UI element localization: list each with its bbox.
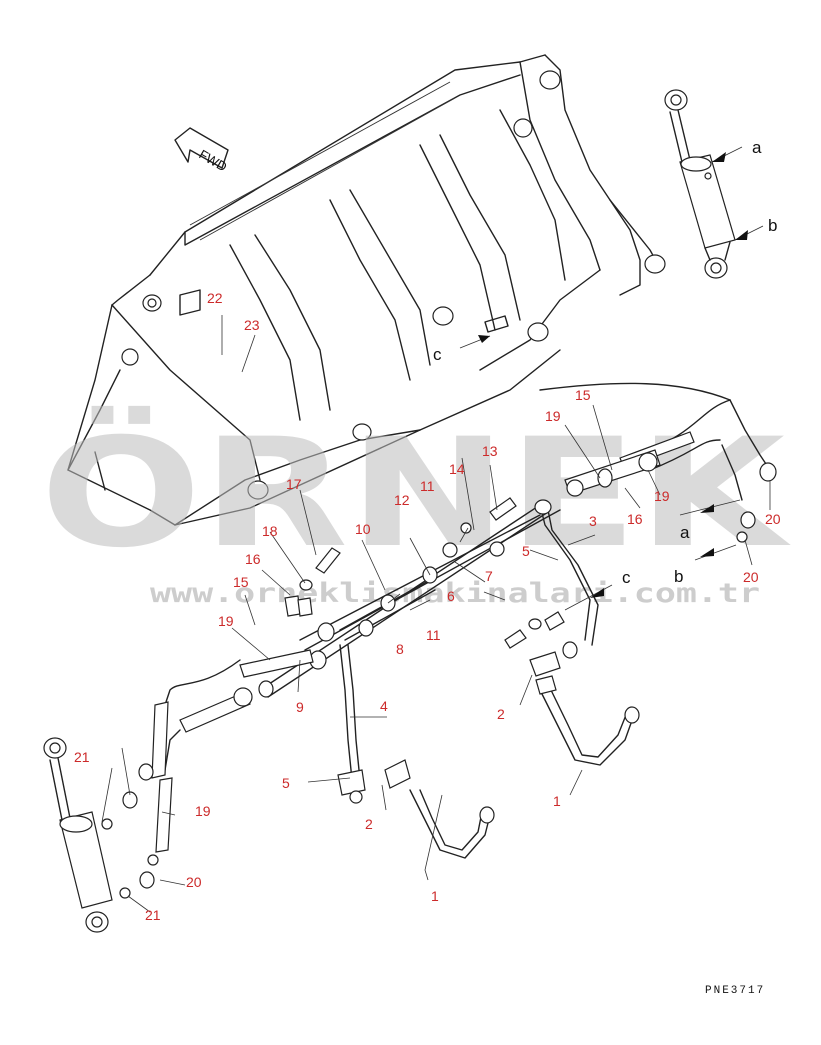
callout-12: 12 xyxy=(394,492,410,508)
pin-boss-center xyxy=(352,306,549,441)
connection-c-top: c xyxy=(433,345,442,364)
callout-23: 23 xyxy=(244,317,260,333)
pin-boss-left xyxy=(121,294,269,500)
callout-13: 13 xyxy=(482,443,498,459)
connection-a-top: a xyxy=(752,138,762,157)
callout-5-left: 5 xyxy=(282,775,290,791)
callout-14: 14 xyxy=(449,461,465,477)
callout-19-left: 19 xyxy=(218,613,234,629)
callout-17: 17 xyxy=(286,476,302,492)
callout-20-top: 20 xyxy=(765,511,781,527)
callout-19-right: 19 xyxy=(654,488,670,504)
bucket-assembly: FWD xyxy=(67,54,666,526)
callout-22: 22 xyxy=(207,290,223,306)
cylinder-left xyxy=(43,737,131,933)
hose-assembly-right xyxy=(539,382,777,543)
callout-18: 18 xyxy=(262,523,278,539)
callout-7: 7 xyxy=(485,568,493,584)
fwd-arrow: FWD xyxy=(174,127,230,175)
callout-21-top: 21 xyxy=(74,749,90,765)
connection-c-bottom: c xyxy=(622,568,631,587)
callout-2-right: 2 xyxy=(497,706,505,722)
callout-15-top: 15 xyxy=(575,387,591,403)
callout-15-left: 15 xyxy=(233,574,249,590)
hose-1-lower-center xyxy=(384,759,495,859)
callout-19-top: 19 xyxy=(545,408,561,424)
callout-1-right: 1 xyxy=(553,793,561,809)
callout-1-center: 1 xyxy=(431,888,439,904)
callout-16-right: 16 xyxy=(627,511,643,527)
cylinder-right xyxy=(664,89,736,279)
callout-10: 10 xyxy=(355,521,371,537)
connection-a-bottom: a xyxy=(680,523,690,542)
hose-assembly-left xyxy=(122,649,314,889)
callout-9: 9 xyxy=(296,699,304,715)
watermark: ÖRNEK www.orneklismakinalari.com.tr xyxy=(40,405,791,609)
callout-11-bottom: 11 xyxy=(426,627,441,643)
pin-boss-right xyxy=(513,70,666,274)
callout-numbers: 1 1 2 2 3 4 5 5 6 7 8 9 10 11 11 12 13 1… xyxy=(74,290,781,923)
callout-4: 4 xyxy=(380,698,388,714)
callout-2-center: 2 xyxy=(365,816,373,832)
leader-lines xyxy=(101,146,771,913)
callout-20-right: 20 xyxy=(743,569,759,585)
callout-11-top: 11 xyxy=(420,478,435,494)
callout-20-left: 20 xyxy=(186,874,202,890)
drawing-code: PNE3717 xyxy=(705,985,765,997)
hose-1-lower-right xyxy=(529,651,640,766)
connection-b-top: b xyxy=(768,216,777,235)
callout-6: 6 xyxy=(447,588,455,604)
callout-5-right: 5 xyxy=(522,543,530,559)
callout-16-left: 16 xyxy=(245,551,261,567)
fwd-label: FWD xyxy=(197,147,230,175)
callout-19-bottom: 19 xyxy=(195,803,211,819)
callout-21-bottom: 21 xyxy=(145,907,161,923)
callout-8: 8 xyxy=(396,641,404,657)
watermark-brand: ÖRNEK xyxy=(40,405,791,581)
connection-b-bottom: b xyxy=(674,567,683,586)
connection-letters: a b c a b c xyxy=(433,138,777,587)
watermark-url: www.orneklismakinalari.com.tr xyxy=(150,578,760,609)
tube-assembly xyxy=(259,497,599,804)
callout-3: 3 xyxy=(589,513,597,529)
